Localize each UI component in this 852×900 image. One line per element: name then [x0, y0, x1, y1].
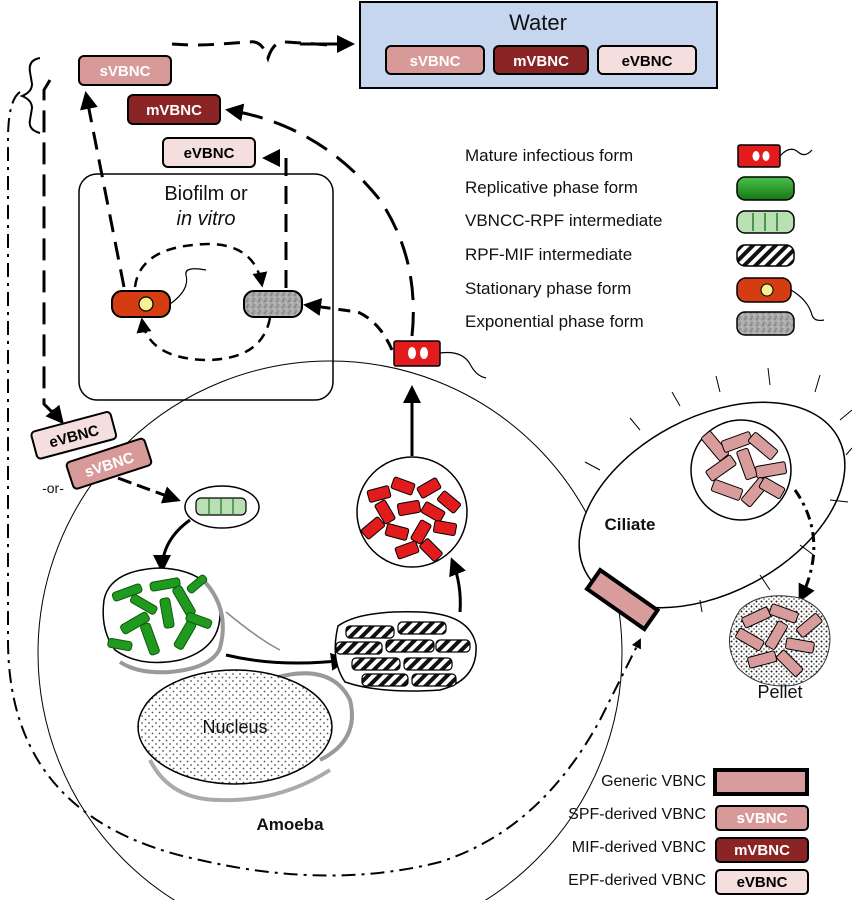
water-box: Water sVBNC mVBNC eVBNC — [359, 1, 718, 89]
legend-vbnc-label-2: MIF-derived VBNC — [572, 839, 706, 856]
upper-tag-evbnc: eVBNC — [162, 137, 256, 168]
legend-form-label-4: Stationary phase form — [465, 279, 631, 298]
amoeba-outline — [37, 360, 623, 900]
water-tag-mvbnc: mVBNC — [493, 45, 589, 75]
released-mature-cell — [393, 340, 487, 379]
pellet-label: Pellet — [757, 682, 802, 702]
legend-mvbnc-tag-label: mVBNC — [734, 842, 790, 859]
legend-svbnc-tag: sVBNC — [715, 805, 809, 831]
arrow-biofilm-to-svbnc — [80, 91, 126, 288]
water-tag-mvbnc-label: mVBNC — [513, 53, 569, 70]
loop-dashdot-left — [7, 91, 641, 877]
amoeba-label: Amoeba — [256, 815, 324, 834]
biofilm-title-line2: in vitro — [177, 208, 236, 230]
water-tag-svbnc-label: sVBNC — [410, 53, 461, 70]
legend-vbnc: Generic VBNC SPF-derived VBNC MIF-derive… — [568, 768, 809, 895]
water-tag-evbnc: eVBNC — [597, 45, 697, 75]
arrow-entry-to-vacuole — [117, 476, 181, 504]
legend-form-label-2: VBNCC-RPF intermediate — [465, 211, 662, 230]
water-tag-evbnc-label: eVBNC — [622, 53, 673, 70]
stationary-icon — [736, 277, 825, 322]
upper-tag-evbnc-label: eVBNC — [184, 145, 235, 162]
ciliate-label: Ciliate — [604, 515, 655, 534]
legend-evbnc-tag-label: eVBNC — [737, 874, 788, 891]
upper-tag-svbnc: sVBNC — [78, 55, 172, 86]
legend-vbnc-label-1: SPF-derived VBNC — [568, 806, 706, 823]
biofilm-cycle-bottom — [136, 317, 272, 362]
vbncc-rpf-icon — [736, 210, 795, 234]
exponential-icon — [736, 311, 795, 336]
legend-vbnc-label-0: Generic VBNC — [601, 773, 706, 790]
mif-vacuole — [356, 456, 468, 568]
legend-vbnc-label-3: EPF-derived VBNC — [568, 872, 706, 889]
biofilm-exponential-cell — [243, 290, 303, 318]
arrow-biofilm-to-evbnc — [262, 149, 288, 288]
rpfmif-vacuole — [334, 611, 477, 692]
biofilm-cycle-top — [133, 242, 268, 288]
legend-evbnc-tag: eVBNC — [715, 869, 809, 895]
arrow-released-to-biofilm — [303, 298, 394, 351]
legend-form-label-5: Exponential phase form — [465, 312, 644, 331]
biofilm-stationary-cell — [111, 268, 207, 318]
legend-form-label-3: RPF-MIF intermediate — [465, 245, 632, 264]
upper-tag-mvbnc-label: mVBNC — [146, 102, 202, 119]
water-title: Water — [509, 10, 567, 35]
legend-generic-vbnc-icon — [713, 768, 809, 796]
rpf-mif-icon — [736, 244, 795, 267]
biofilm-box: Biofilm or in vitro — [78, 173, 334, 401]
legend-forms: Mature infectious form Replicative phase… — [465, 144, 825, 336]
arrow-brace-to-entry — [42, 79, 58, 418]
arrow-rpfmif-to-mif — [449, 557, 466, 613]
arrow-vacuole-to-replicative — [153, 518, 191, 573]
ciliate: Ciliate — [578, 367, 852, 613]
arrow-replicative-to-rpfmif — [225, 652, 349, 671]
nucleus: Nucleus — [137, 669, 354, 803]
arrow-ciliate-to-pellet — [793, 489, 816, 603]
water-tag-svbnc: sVBNC — [385, 45, 485, 75]
replicative-vacuole — [102, 567, 281, 675]
nucleus-label: Nucleus — [202, 717, 267, 737]
legend-mvbnc-tag: mVBNC — [715, 837, 809, 863]
mature-infectious-icon — [737, 144, 813, 168]
upper-tag-mvbnc: mVBNC — [127, 94, 221, 125]
generic-vbnc-cell — [584, 567, 661, 632]
replicative-icon — [736, 176, 795, 201]
legend-form-label-1: Replicative phase form — [465, 178, 638, 197]
legend-form-label-0: Mature infectious form — [465, 146, 633, 165]
legend-svbnc-tag-label: sVBNC — [737, 810, 788, 827]
arrow-released-to-mvbnc — [225, 103, 415, 337]
vacuole-vbncc-cell — [195, 497, 247, 516]
upper-tag-svbnc-label: sVBNC — [100, 63, 151, 80]
pellet: Pellet — [729, 595, 831, 702]
biofilm-title-line1: Biofilm or — [164, 183, 248, 205]
left-brace — [19, 57, 41, 134]
entry-or-label: -or- — [42, 480, 64, 496]
